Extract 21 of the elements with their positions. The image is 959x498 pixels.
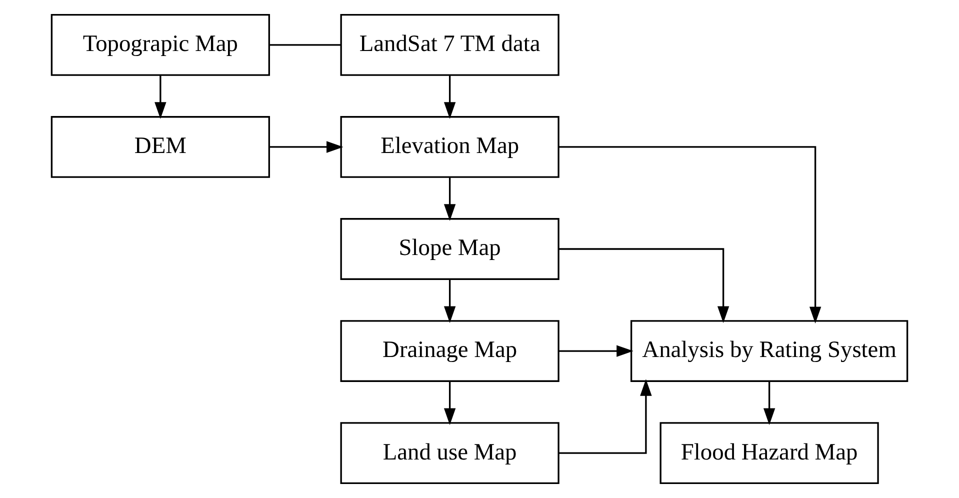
arrow (558, 379, 652, 454)
arrow (558, 248, 730, 323)
connector (270, 44, 341, 46)
node-box: DEM (50, 116, 270, 178)
node-box: Slope Map (340, 218, 560, 280)
arrow (154, 76, 166, 119)
node-box: LandSat 7 TM data (340, 14, 560, 76)
arrow (270, 141, 344, 153)
arrow (444, 178, 456, 221)
arrow (763, 382, 776, 426)
node-box: Flood Hazard Map (660, 422, 879, 484)
arrow (444, 280, 456, 323)
arrow (444, 382, 456, 426)
arrow (444, 76, 456, 119)
node-box: Topograpic Map (50, 14, 270, 76)
node-box: Drainage Map (340, 320, 560, 382)
arrow (558, 345, 634, 357)
node-box: Elevation Map (340, 116, 560, 178)
arrow (558, 146, 822, 324)
node-box: Analysis by Rating System (630, 320, 908, 382)
node-box: Land use Map (340, 422, 560, 484)
